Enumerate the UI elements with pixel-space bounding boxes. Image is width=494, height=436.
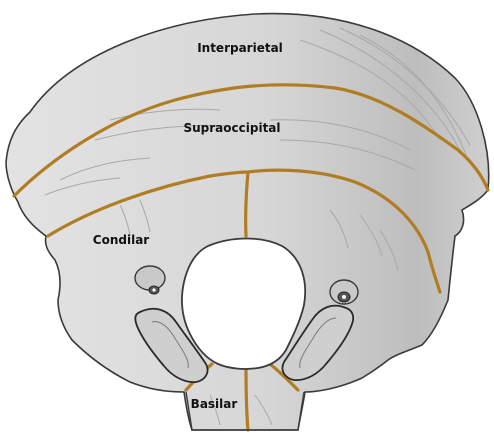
right-condylar-fossa — [330, 280, 358, 304]
foramen-magnum — [182, 239, 305, 369]
label-interparietal: Interparietal — [197, 41, 283, 55]
label-supraoccipital: Supraoccipital — [183, 121, 280, 135]
label-condilar: Condilar — [93, 233, 150, 247]
label-basilar: Basilar — [191, 397, 238, 411]
